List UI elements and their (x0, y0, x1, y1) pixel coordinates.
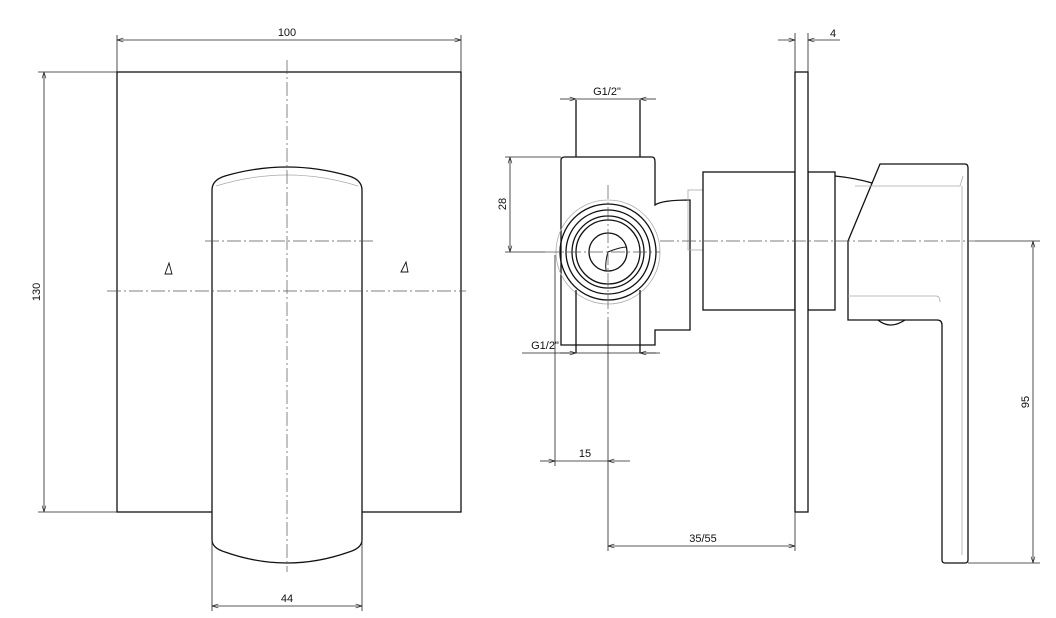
dim-plate-thickness: 4 (830, 28, 836, 40)
cold-indicator-icon (400, 260, 409, 273)
dim-height: 130 (31, 283, 43, 301)
dim-inlet-offset: 15 (579, 448, 591, 460)
side-view: 4 G1/2" G1/2" 28 15 35/55 95 (497, 28, 1040, 564)
dim-bottom-thread: G1/2" (531, 340, 559, 352)
wall-plate-side (794, 71, 809, 513)
dim-handle-width: 44 (281, 593, 293, 605)
dim-handle-drop: 95 (1020, 396, 1032, 408)
valve-body (560, 156, 691, 346)
front-view: 100 130 44 (31, 27, 466, 611)
lever-handle-side (847, 163, 969, 564)
dim-top-thread: G1/2" (593, 86, 621, 98)
dim-width: 100 (278, 27, 296, 39)
dim-depth-range: 35/55 (689, 533, 717, 545)
dim-inlet-height: 28 (497, 198, 509, 210)
hot-indicator-icon (164, 261, 173, 275)
